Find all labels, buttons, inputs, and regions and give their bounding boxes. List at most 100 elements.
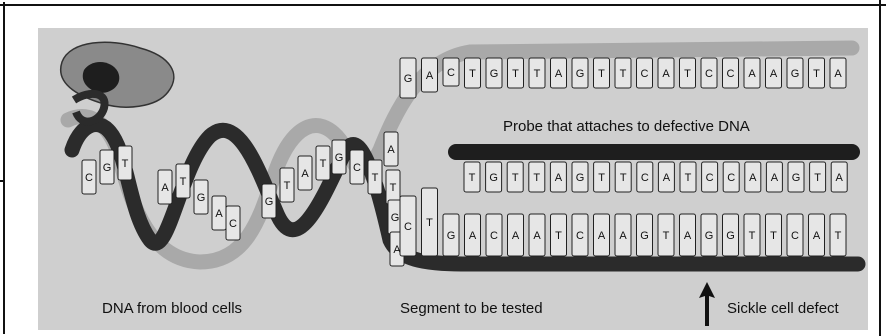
upper-base-letter: A	[426, 70, 434, 82]
helix-base-letter: T	[320, 158, 327, 170]
probe-base-letter: C	[706, 172, 714, 184]
lower-base: G	[637, 214, 653, 256]
helix-base: A	[212, 196, 226, 230]
helix-base-letter: T	[122, 158, 129, 170]
helix-base-letter: T	[390, 182, 397, 194]
lower-base: A	[529, 214, 545, 256]
upper-base: T	[465, 58, 481, 88]
probe-base: T	[507, 162, 523, 192]
probe-base-letter: G	[489, 172, 498, 184]
helix-base: A	[158, 170, 172, 204]
helix-base-letter: T	[284, 180, 291, 192]
helix-base-letter: G	[391, 212, 400, 224]
dna-from-blood-label: DNA from blood cells	[102, 300, 242, 317]
helix-base: G	[332, 140, 346, 174]
lower-base-letter: C	[791, 230, 799, 242]
lower-base: T	[422, 188, 438, 256]
lower-base-letter: T	[749, 230, 756, 242]
upper-base: G	[486, 58, 502, 88]
lower-base-letter: T	[555, 230, 562, 242]
lower-base-letter: A	[469, 230, 477, 242]
probe-base-letter: T	[469, 172, 476, 184]
helix-base: C	[226, 206, 240, 240]
probe-base: T	[594, 162, 610, 192]
upper-base-letter: A	[555, 68, 563, 80]
helix-base-letter: C	[85, 172, 93, 184]
upper-base: C	[637, 58, 653, 88]
lower-base: C	[400, 196, 416, 256]
lower-base: T	[766, 214, 782, 256]
helix-base: T	[386, 170, 400, 204]
lower-base: A	[615, 214, 631, 256]
upper-base: A	[766, 58, 782, 88]
upper-strand-bases: GACTGTTAGTTCATCCAAGTA	[400, 58, 846, 98]
lower-base: G	[701, 214, 717, 256]
upper-base-letter: T	[512, 68, 519, 80]
lower-base-letter: A	[533, 230, 541, 242]
probe-base: T	[680, 162, 696, 192]
lower-base: A	[594, 214, 610, 256]
probe-base: C	[637, 162, 653, 192]
upper-base-letter: T	[813, 68, 820, 80]
lower-base-letter: G	[726, 230, 735, 242]
probe-strand-bases: TGTTAGTTCATCCAAGTA	[464, 162, 847, 192]
upper-base-letter: C	[641, 68, 649, 80]
probe-base: G	[486, 162, 502, 192]
lower-base-letter: G	[640, 230, 649, 242]
upper-base: C	[443, 58, 459, 86]
helix-base-letter: G	[335, 152, 344, 164]
upper-base: T	[594, 58, 610, 88]
lower-base-letter: T	[770, 230, 777, 242]
helix-base-letter: C	[229, 218, 237, 230]
probe-base: A	[658, 162, 674, 192]
upper-base: T	[680, 58, 696, 88]
probe-base-letter: C	[727, 172, 735, 184]
upper-base: T	[508, 58, 524, 88]
helix-base-letter: A	[215, 208, 223, 220]
probe-base: T	[810, 162, 826, 192]
segment-label: Segment to be tested	[400, 300, 543, 317]
lower-base: T	[744, 214, 760, 256]
helix-base: C	[350, 150, 364, 184]
probe-base: T	[529, 162, 545, 192]
lower-base: T	[830, 214, 846, 256]
helix-base-letter: A	[387, 144, 395, 156]
upper-base: A	[744, 58, 760, 88]
upper-base: T	[529, 58, 545, 88]
probe-base: G	[788, 162, 804, 192]
lower-base-letter: T	[835, 230, 842, 242]
probe-base-letter: A	[663, 172, 671, 184]
probe-base: C	[723, 162, 739, 192]
upper-base: G	[400, 58, 416, 98]
probe-base: A	[766, 162, 782, 192]
probe-base: A	[831, 162, 847, 192]
lower-base-letter: G	[705, 230, 714, 242]
probe-base-letter: T	[685, 172, 692, 184]
probe-base-letter: T	[512, 172, 519, 184]
lower-base-letter: T	[663, 230, 670, 242]
up-arrow-icon	[697, 280, 717, 328]
upper-base: G	[572, 58, 588, 88]
lower-base: T	[658, 214, 674, 256]
probe-base-letter: A	[771, 172, 779, 184]
upper-base: A	[551, 58, 567, 88]
probe-base: A	[745, 162, 761, 192]
helix-base-letter: G	[265, 196, 274, 208]
lower-base-letter: T	[426, 217, 433, 229]
upper-base: C	[723, 58, 739, 88]
lower-base: C	[486, 214, 502, 256]
helix-base: T	[176, 164, 190, 198]
upper-base-letter: A	[834, 68, 842, 80]
helix-base: G	[194, 180, 208, 214]
upper-base-letter: G	[404, 73, 413, 85]
helix-base: G	[262, 184, 276, 218]
probe-base-letter: T	[620, 172, 627, 184]
upper-base-letter: T	[534, 68, 541, 80]
helix-base-letter: T	[180, 176, 187, 188]
upper-base-letter: T	[684, 68, 691, 80]
probe-base-letter: T	[814, 172, 821, 184]
probe-base-letter: A	[555, 172, 563, 184]
helix-base-letter: G	[103, 162, 112, 174]
upper-base-letter: T	[469, 68, 476, 80]
